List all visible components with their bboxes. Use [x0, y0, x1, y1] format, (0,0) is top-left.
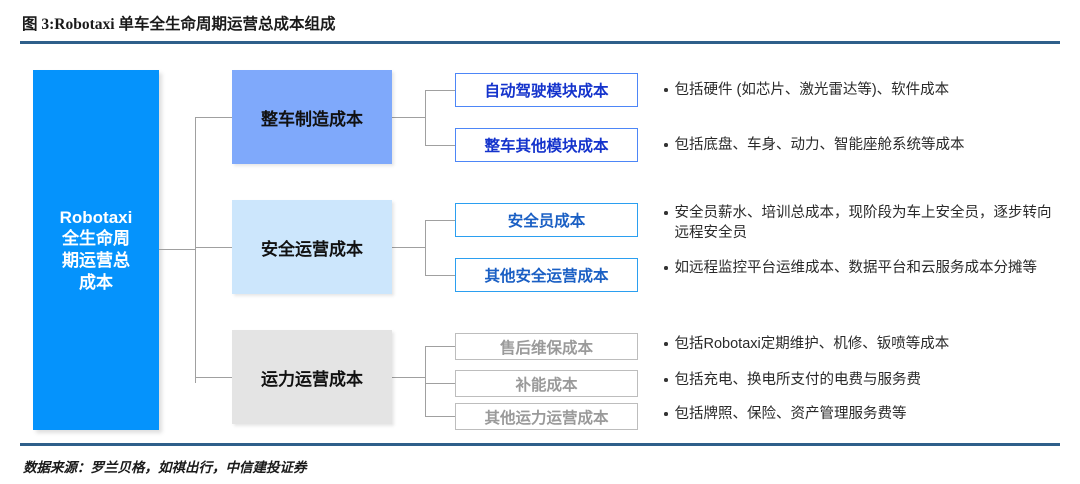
item-node-autonomous-driving-module[interactable]: 自动驾驶模块成本 — [455, 73, 638, 107]
note-text: 如远程监控平台运维成本、数据平台和云服务成本分摊等 — [674, 260, 1038, 276]
connector-to-group-1 — [195, 247, 232, 249]
note-text: 包括牌照、保险、资产管理服务费等 — [674, 406, 907, 422]
item-node-label: 其他运力运营成本 — [484, 409, 609, 427]
bullet-dot-icon — [664, 88, 668, 92]
item-node-label: 自动驾驶模块成本 — [484, 83, 609, 100]
connector-group-0-stub — [392, 117, 425, 119]
connector-group-1-trunk — [425, 220, 427, 275]
source-note: 数据来源：罗兰贝格，如祺出行，中信建投证券 — [23, 460, 307, 475]
connector-group-2-trunk — [425, 346, 427, 417]
note-text: 安全员薪水、培训总成本，现阶段为车上安全员，逐步转向远程安全员 — [674, 205, 1052, 241]
note-safety-operator: 安全员薪水、培训总成本，现阶段为车上安全员，逐步转向远程安全员 — [664, 203, 1064, 243]
title-divider — [20, 41, 1060, 44]
note-autonomous-driving-module: 包括硬件 (如芯片、激光雷达等)、软件成本 — [664, 80, 1064, 100]
connector-group-0-trunk — [425, 90, 427, 145]
connector-group-2-item-2 — [425, 416, 455, 418]
group-node-label: 整车制造成本 — [261, 109, 363, 129]
connector-group-0-item-0 — [425, 90, 455, 92]
item-node-other-fleet-operations[interactable]: 其他运力运营成本 — [455, 403, 638, 430]
item-node-energy-replenishment[interactable]: 补能成本 — [455, 370, 638, 397]
group-node-label: 安全运营成本 — [261, 239, 363, 259]
group-node-fleet-operations[interactable]: 运力运营成本 — [232, 330, 392, 424]
connector-root-stub — [159, 249, 195, 251]
root-node-total-cost[interactable]: Robotaxi 全生命周 期运营总 成本 — [33, 70, 159, 430]
item-node-other-vehicle-modules[interactable]: 整车其他模块成本 — [455, 128, 638, 162]
item-node-safety-operator[interactable]: 安全员成本 — [455, 203, 638, 237]
connector-group-2-stub — [392, 377, 425, 379]
connector-to-group-0 — [195, 117, 232, 119]
bullet-dot-icon — [664, 412, 668, 416]
connector-to-group-2 — [195, 377, 232, 379]
item-node-label: 补能成本 — [515, 376, 578, 394]
bullet-dot-icon — [664, 378, 668, 382]
item-node-label: 安全员成本 — [507, 213, 586, 230]
bullet-dot-icon — [664, 143, 668, 147]
connector-group-1-item-0 — [425, 220, 455, 222]
item-node-label: 其他安全运营成本 — [484, 268, 609, 285]
connector-level2-trunk — [195, 117, 197, 383]
footer-divider — [20, 443, 1060, 446]
group-node-safety-operations[interactable]: 安全运营成本 — [232, 200, 392, 294]
page-title: 图 3:Robotaxi 单车全生命周期运营总成本组成 — [22, 16, 336, 33]
connector-group-0-item-1 — [425, 145, 455, 147]
note-text: 包括充电、换电所支付的电费与服务费 — [674, 372, 922, 388]
bullet-dot-icon — [664, 211, 668, 215]
item-node-other-safety-operations[interactable]: 其他安全运营成本 — [455, 258, 638, 292]
group-node-label: 运力运营成本 — [261, 369, 363, 389]
item-node-label: 整车其他模块成本 — [484, 138, 609, 155]
root-node-label: Robotaxi 全生命周 期运营总 成本 — [59, 207, 133, 292]
connector-group-2-item-1 — [425, 383, 455, 385]
item-node-after-sales-maintenance[interactable]: 售后维保成本 — [455, 333, 638, 360]
note-energy-replenishment: 包括充电、换电所支付的电费与服务费 — [664, 370, 1064, 390]
bullet-dot-icon — [664, 266, 668, 270]
group-node-manufacturing[interactable]: 整车制造成本 — [232, 70, 392, 164]
note-after-sales-maintenance: 包括Robotaxi定期维护、机修、钣喷等成本 — [664, 334, 1064, 354]
note-other-safety-operations: 如远程监控平台运维成本、数据平台和云服务成本分摊等 — [664, 258, 1064, 278]
note-other-fleet-operations: 包括牌照、保险、资产管理服务费等 — [664, 404, 1064, 424]
item-node-label: 售后维保成本 — [499, 339, 593, 357]
note-text: 包括硬件 (如芯片、激光雷达等)、软件成本 — [674, 82, 950, 98]
bullet-dot-icon — [664, 342, 668, 346]
connector-group-2-item-0 — [425, 346, 455, 348]
note-text: 包括底盘、车身、动力、智能座舱系统等成本 — [674, 137, 965, 153]
note-other-vehicle-modules: 包括底盘、车身、动力、智能座舱系统等成本 — [664, 135, 1064, 155]
connector-group-1-item-1 — [425, 275, 455, 277]
note-text: 包括Robotaxi定期维护、机修、钣喷等成本 — [674, 336, 950, 352]
connector-group-1-stub — [392, 247, 425, 249]
